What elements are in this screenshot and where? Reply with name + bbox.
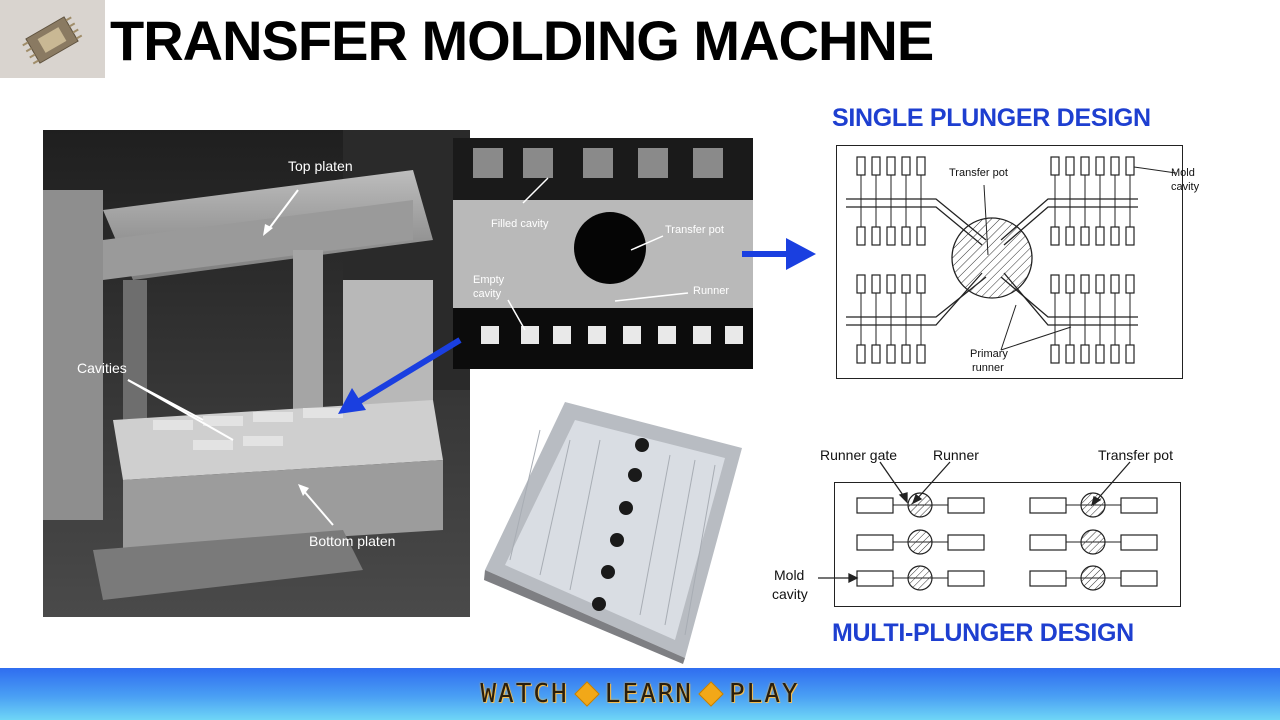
primary-runner-label-2: runner (972, 362, 1004, 374)
footer-banner: WATCH LEARN PLAY (0, 668, 1280, 720)
filled-cavity-label: Filled cavity (491, 218, 549, 230)
footer-word-watch: WATCH (480, 679, 569, 709)
closeup-illustration (453, 138, 753, 369)
mold-illustration (484, 402, 742, 664)
primary-runner-label-1: Primary (970, 348, 1008, 360)
bottom-platen-label: Bottom platen (309, 533, 396, 549)
single-mold-cavity-label-2: cavity (1171, 181, 1200, 193)
machine-photo: Top platen Cavities Bottom platen (43, 130, 470, 617)
diamond-icon (573, 681, 600, 707)
single-plunger-diagram: Transfer pot Mold cavity Primary runner (836, 145, 1199, 379)
top-platen-label: Top platen (288, 158, 353, 174)
arrow-right-icon (742, 238, 816, 270)
footer-word-play: PLAY (728, 679, 800, 709)
transfer-pot-label: Transfer pot (665, 224, 724, 236)
empty-cavity-label-2: cavity (473, 288, 502, 300)
chip-logo (0, 0, 105, 78)
multi-plunger-heading: MULTI-PLUNGER DESIGN (832, 619, 1134, 647)
single-transfer-pot-label: Transfer pot (949, 167, 1008, 179)
closeup-photo: Filled cavity Transfer pot Empty cavity … (453, 138, 753, 369)
footer-tagline: WATCH LEARN PLAY (0, 668, 1280, 720)
runner-label: Runner (693, 285, 730, 297)
chip-icon (0, 0, 105, 78)
multi-transfer-pot-label: Transfer pot (1098, 447, 1173, 463)
footer-word-learn: LEARN (604, 679, 693, 709)
slide-title: TRANSFER MOLDING MACHNE (110, 9, 934, 72)
runner-gate-label: Runner gate (820, 447, 898, 463)
single-plunger-illustration (836, 145, 1183, 379)
single-plunger-heading: SINGLE PLUNGER DESIGN (832, 104, 1151, 132)
single-mold-cavity-label-1: Mold (1171, 167, 1195, 179)
cavities-label: Cavities (77, 360, 127, 376)
multi-mold-cavity-label-1: Mold (774, 567, 805, 583)
multi-mold-cavity-label-2: cavity (772, 586, 808, 602)
arrow-to-cavities-icon (338, 337, 462, 414)
multi-runner-label: Runner (933, 447, 979, 463)
multi-plunger-diagram: Runner gate Runner Transfer pot Mold cav… (770, 440, 1190, 615)
multi-plunger-illustration (818, 461, 1181, 607)
empty-cavity-label-1: Empty (473, 274, 505, 286)
mold-photo (480, 400, 745, 665)
diamond-icon (698, 681, 724, 707)
